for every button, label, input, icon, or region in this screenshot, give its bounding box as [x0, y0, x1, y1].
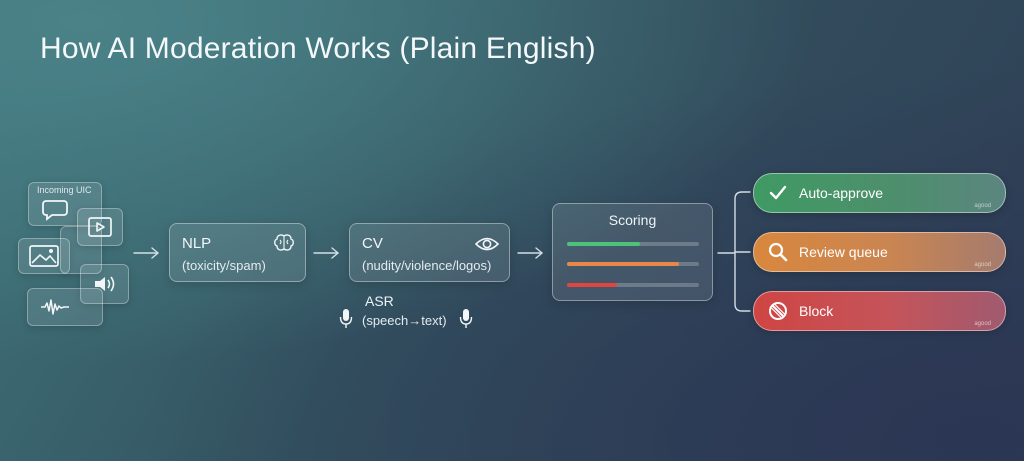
score-bar-3-fill: [567, 283, 618, 287]
audio-waveform-icon: [40, 299, 69, 315]
nlp-subtitle: (toxicity/spam): [182, 258, 266, 273]
outcome-approve-tag: agood: [974, 203, 991, 209]
speaker-icon: [94, 276, 114, 292]
score-bar-2: [567, 262, 699, 266]
score-bar-3: [567, 283, 699, 287]
outcome-review-tag: agood: [974, 262, 991, 268]
outcome-block-label: Block: [799, 303, 834, 319]
nlp-title: NLP: [182, 235, 212, 252]
arrow-input-to-nlp: [133, 247, 159, 259]
input-card-image: [18, 238, 70, 274]
score-bar-1: [567, 242, 699, 246]
cv-title: CV: [362, 235, 383, 252]
microphone-icon: [459, 309, 473, 328]
brain-icon: [274, 234, 294, 251]
score-bar-2-fill: [567, 262, 680, 266]
block-icon: [769, 302, 787, 320]
cv-node: CV (nudity/violence/logos): [349, 223, 510, 282]
outcome-review-label: Review queue: [799, 244, 888, 260]
asr-subtitle: (speech→text): [362, 313, 447, 328]
magnifier-icon: [768, 242, 788, 262]
eye-icon: [475, 237, 499, 251]
microphone-icon: [339, 309, 353, 328]
outcome-review-queue: Review queue agood: [753, 232, 1006, 272]
diagram-title: How AI Moderation Works (Plain English): [40, 32, 596, 65]
arrow-nlp-to-cv: [313, 247, 339, 259]
input-card-waveform: [27, 288, 103, 326]
outcome-block-tag: agood: [974, 321, 991, 327]
image-icon: [29, 245, 59, 267]
asr-title: ASR: [365, 293, 394, 309]
outcome-approve-label: Auto-approve: [799, 185, 884, 201]
cv-subtitle: (nudity/violence/logos): [362, 258, 492, 273]
incoming-label: Incoming UIC: [37, 185, 92, 195]
scoring-title: Scoring: [608, 212, 657, 228]
arrow-cv-to-scoring: [517, 247, 543, 259]
scoring-node: Scoring: [552, 203, 713, 301]
chat-bubble-icon: [42, 199, 68, 221]
play-video-icon: [88, 217, 112, 237]
input-card-video: [77, 208, 123, 246]
bracket-to-outcomes: [717, 191, 751, 312]
score-bar-1-fill: [567, 242, 640, 246]
outcome-auto-approve: Auto-approve agood: [753, 173, 1006, 213]
outcome-block: Block agood: [753, 291, 1006, 331]
input-card-audio: [80, 264, 129, 304]
nlp-node: NLP (toxicity/spam): [169, 223, 306, 282]
checkmark-icon: [769, 185, 787, 200]
